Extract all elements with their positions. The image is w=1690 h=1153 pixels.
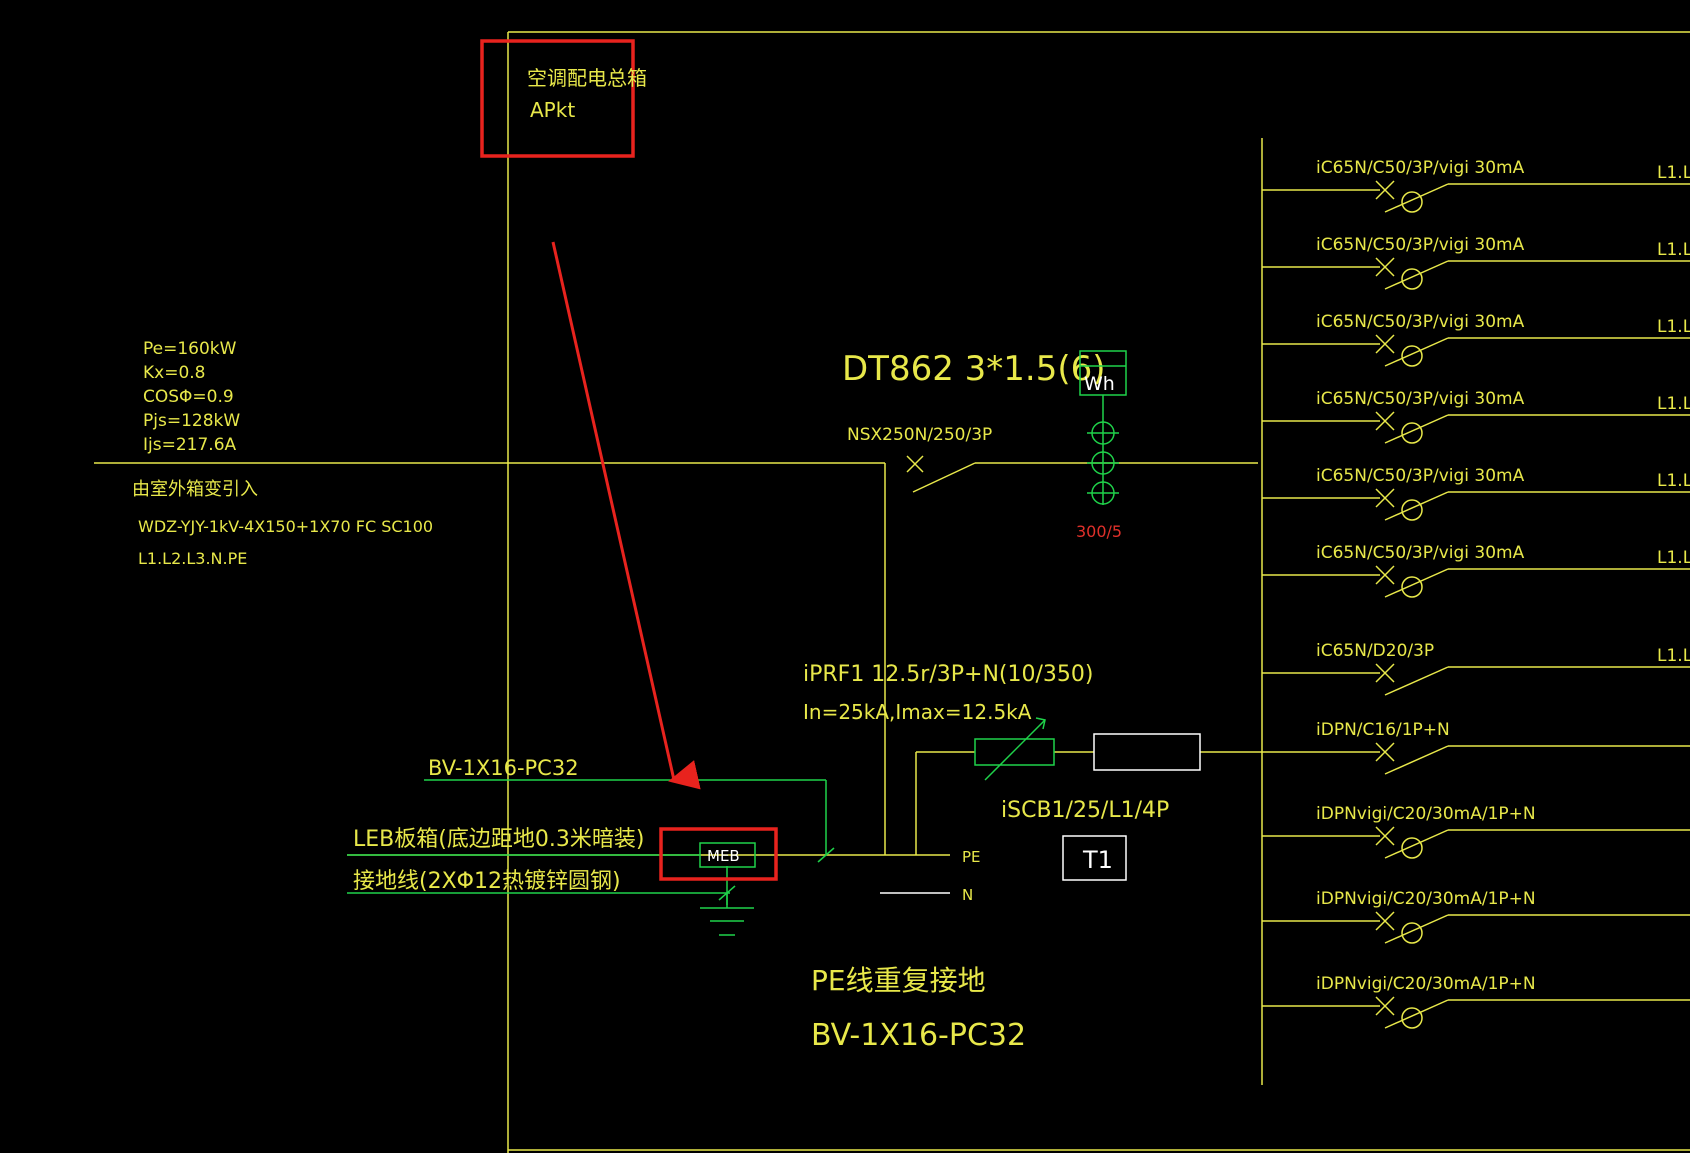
main-breaker [906,455,1258,493]
incoming-phases: L1.L2.L3.N.PE [138,549,247,568]
frame [507,31,1690,1153]
rcd-icon [1401,922,1423,944]
feeder-1: iC65N/C50/3P/vigi 30mA L1.L [1262,158,1690,213]
feeder-breaker-label: iC65N/C50/3P/vigi 30mA [1316,466,1525,486]
earth-wire-label: 接地线(2XΦ12热镀锌圆钢) [353,869,621,894]
spd-type-box [1062,835,1127,881]
n-label: N [962,886,973,904]
ct-ratio: 300/5 [1076,522,1122,541]
spd-icon [974,738,1055,766]
annotation-arrow [551,241,701,790]
spd-model: iPRF1 12.5r/3P+N(10/350) [803,662,1093,687]
rcd-icon [1401,576,1423,598]
spd-branch [915,751,1262,855]
feeder-phase-label: L1.L [1657,471,1690,491]
feeder-11: iDPNvigi/C20/30mA/1P+N [1262,974,1690,1029]
feeder-phase-label: L1.L [1657,646,1690,666]
repeat-ground-cable: BV-1X16-PC32 [811,1018,1026,1053]
feeder-10: iDPNvigi/C20/30mA/1P+N [1262,889,1690,944]
feeder-breaker-label: iC65N/D20/3P [1316,641,1434,661]
spd-backup: iSCB1/25/L1/4P [1001,798,1169,823]
spd-tag: T1 [1082,846,1113,874]
spd-rating: In=25kA,Imax=12.5kA [803,700,1032,724]
feeder-phase-label: L1.L [1657,317,1690,337]
leb-label: LEB板箱(底边距地0.3米暗装) [353,827,644,852]
param-pe: Pe=160kW [143,339,237,359]
box-name-cn: 空调配电总箱 [527,66,647,90]
param-pjs: Pjs=128kW [143,411,240,431]
backup-fuse-box [1093,733,1201,771]
param-kx: Kx=0.8 [143,363,206,383]
feeder-6: iC65N/C50/3P/vigi 30mA L1.L [1262,543,1690,598]
incoming-params: Pe=160kW Kx=0.8 COSΦ=0.9 Pjs=128kW Ijs=2… [143,339,240,455]
feeder-phase-label: L1.L [1657,548,1690,568]
feeder-breaker-label: iC65N/C50/3P/vigi 30mA [1316,389,1525,409]
incoming-cable: WDZ-YJY-1kV-4X150+1X70 FC SC100 [138,517,433,536]
earth-icon [700,893,754,936]
meb-box [699,842,756,868]
feeder-3: iC65N/C50/3P/vigi 30mA L1.L [1262,312,1690,367]
feeder-breaker-label: iDPN/C16/1P+N [1316,720,1450,740]
feeder-phase-label: L1.L [1657,240,1690,260]
feeder-breaker-label: iDPNvigi/C20/30mA/1P+N [1316,974,1536,994]
rcd-icon [1401,345,1423,367]
feeder-2: iC65N/C50/3P/vigi 30mA L1.L [1262,235,1690,290]
rcd-icon [1401,268,1423,290]
meb-highlight [659,827,778,881]
feeder-breaker-label: iC65N/C50/3P/vigi 30mA [1316,158,1525,178]
meter-symbol: Wh [1084,373,1115,395]
pe-label: PE [962,848,981,866]
rcd-icon [1401,499,1423,521]
feeder-breaker-label: iC65N/C50/3P/vigi 30mA [1316,543,1525,563]
meb-label: MEB [707,847,740,865]
feeder-breaker-label: iDPNvigi/C20/30mA/1P+N [1316,804,1536,824]
feeder-7: iC65N/D20/3P L1.L [1262,641,1690,696]
feeder-8: iDPN/C16/1P+N [1262,720,1690,775]
feeder-breaker-label: iC65N/C50/3P/vigi 30mA [1316,235,1525,255]
ground-cable-label: BV-1X16-PC32 [428,756,579,780]
repeat-ground-title: PE线重复接地 [811,964,986,997]
main-breaker-label: NSX250N/250/3P [847,425,992,445]
rcd-icon [1401,1007,1423,1029]
ground-conductors [347,779,835,905]
feeder-breaker-label: iDPNvigi/C20/30mA/1P+N [1316,889,1536,909]
param-ijs: Ijs=217.6A [143,435,237,455]
feeder-4: iC65N/C50/3P/vigi 30mA L1.L [1262,389,1690,444]
param-cos: COSΦ=0.9 [143,387,234,407]
ct-icon [1087,421,1119,505]
feeder-phase-label: L1.L [1657,163,1690,183]
box-title-highlight [480,39,635,158]
rcd-icon [1401,422,1423,444]
feeder-5: iC65N/C50/3P/vigi 30mA L1.L [1262,466,1690,521]
feeder-breaker-label: iC65N/C50/3P/vigi 30mA [1316,312,1525,332]
feeder-phase-label: L1.L [1657,394,1690,414]
meter-model: DT862 3*1.5(6) [842,349,1106,389]
rcd-icon [1401,191,1423,213]
rcd-icon [1401,837,1423,859]
feeder-9: iDPNvigi/C20/30mA/1P+N [1262,804,1690,859]
incoming-source: 由室外箱变引入 [132,479,258,500]
box-code: APkt [530,98,575,122]
